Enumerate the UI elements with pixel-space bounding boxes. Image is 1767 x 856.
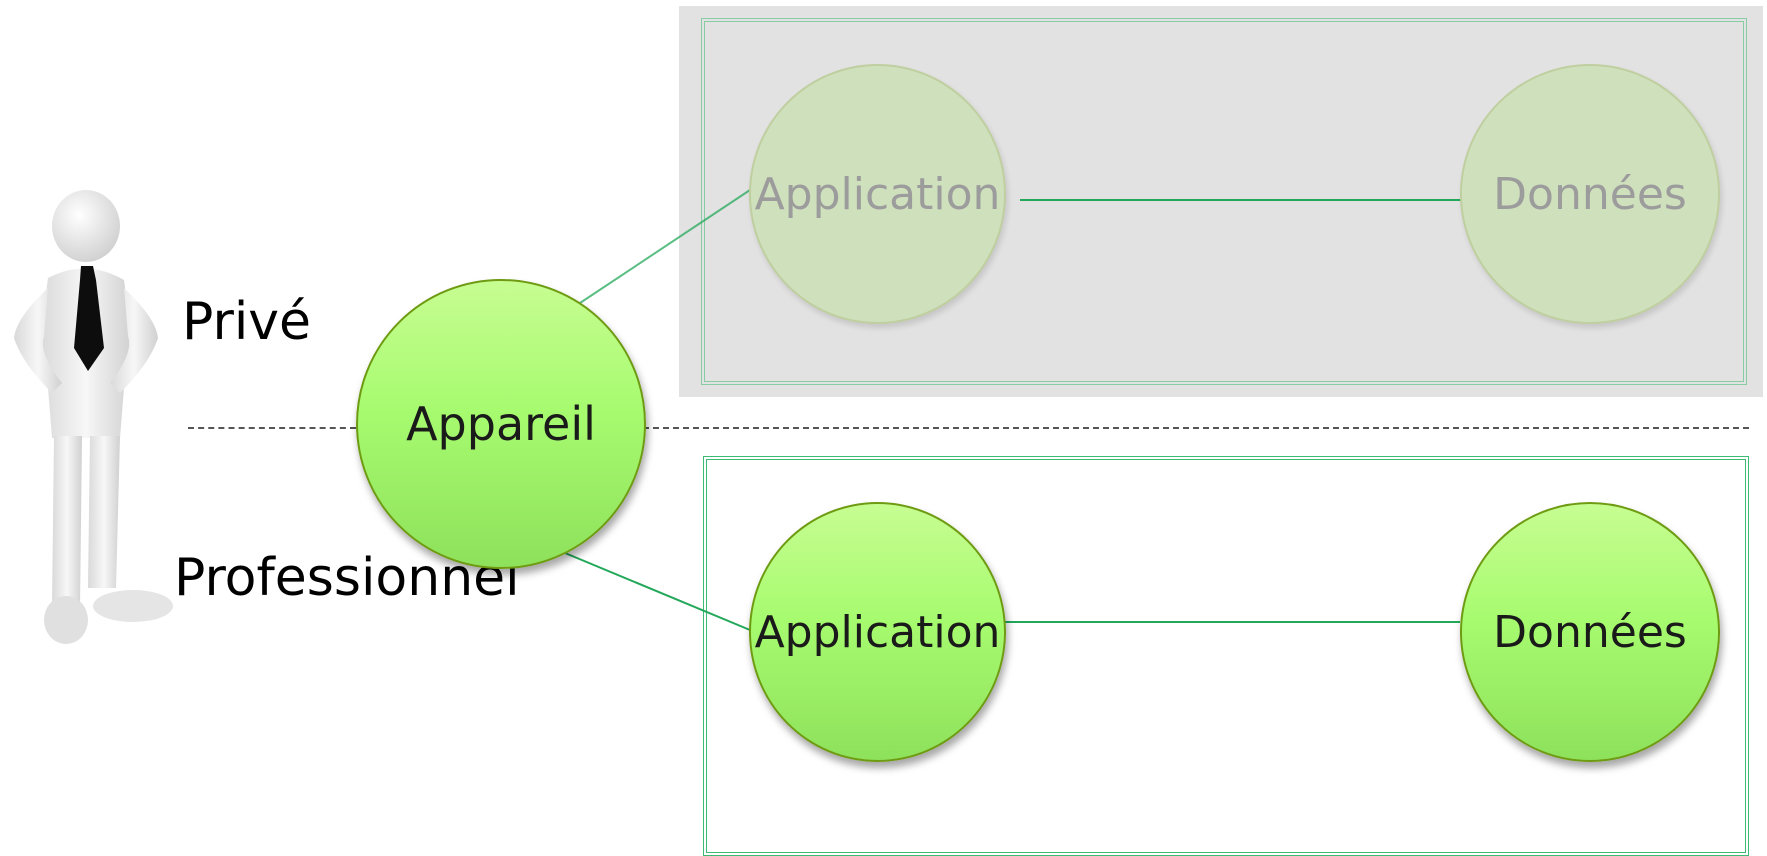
private-application-label: Application [754, 168, 1001, 220]
private-data-label: Données [1493, 168, 1687, 220]
device-node: Appareil [356, 279, 646, 569]
professional-application-node: Application [749, 502, 1006, 762]
private-application-node: Application [749, 64, 1006, 324]
device-label: Appareil [406, 397, 596, 451]
separator-line-right [643, 427, 1749, 429]
separator-line-left [188, 427, 356, 429]
professional-application-label: Application [754, 606, 1001, 658]
businessman-figure-icon [14, 190, 173, 644]
private-data-node: Données [1460, 64, 1720, 324]
private-label: Privé [182, 292, 312, 352]
professional-data-label: Données [1493, 606, 1687, 658]
professional-data-node: Données [1460, 502, 1720, 762]
